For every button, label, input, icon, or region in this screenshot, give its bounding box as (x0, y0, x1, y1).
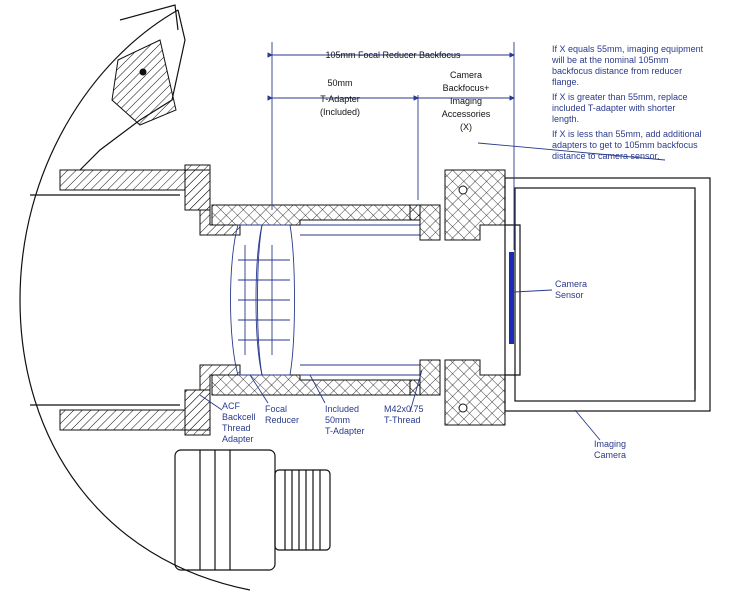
acf-adapter-label: ACF Backcell Thread Adapter (222, 401, 256, 444)
t-adapter-tube (300, 204, 441, 396)
svg-text:will be at the nominal 105mm: will be at the nominal 105mm (551, 55, 669, 65)
focal-reducer-lens-group (211, 204, 421, 396)
svg-text:Imaging: Imaging (594, 439, 626, 449)
svg-text:Focal: Focal (265, 404, 287, 414)
svg-text:flange.: flange. (552, 77, 579, 87)
svg-text:length.: length. (552, 114, 579, 124)
svg-text:ACF: ACF (222, 401, 241, 411)
svg-text:M42x0.75: M42x0.75 (384, 404, 424, 414)
svg-text:T-Adapter: T-Adapter (325, 426, 365, 436)
svg-text:Adapter: Adapter (222, 434, 254, 444)
svg-text:Included: Included (325, 404, 359, 414)
svg-text:Camera: Camera (594, 450, 626, 460)
camera-backfocus-dimension: Camera Backfocus+ Imaging Accessories (X… (442, 70, 491, 132)
focuser-knob (174, 449, 331, 571)
focal-reducer-backfocus-label: 105mm Focal Reducer Backfocus (325, 50, 461, 60)
svg-text:backfocus distance from reduce: backfocus distance from reducer (552, 66, 682, 76)
included-adapter-label: Included 50mm T-Adapter (325, 404, 365, 436)
svg-text:T-Thread: T-Thread (384, 415, 421, 425)
svg-text:50mm: 50mm (327, 78, 352, 88)
svg-text:Backcell: Backcell (222, 412, 256, 422)
svg-text:T-Adapter: T-Adapter (320, 94, 360, 104)
svg-text:included T-adapter with shorte: included T-adapter with shorter (552, 103, 675, 113)
svg-text:50mm: 50mm (325, 415, 350, 425)
svg-text:Imaging: Imaging (450, 96, 482, 106)
backfocus-notes: If X equals 55mm, imaging equipment will… (551, 44, 704, 161)
imaging-camera-body (504, 177, 711, 412)
svg-text:Camera: Camera (555, 279, 587, 289)
callout-leaders (199, 289, 601, 441)
svg-text:If X is greater than 55mm, rep: If X is greater than 55mm, replace (552, 92, 688, 102)
svg-text:Reducer: Reducer (265, 415, 299, 425)
t-adapter-dimension: 50mm T-Adapter (Included) (320, 78, 360, 117)
svg-text:distance to camera sensor.: distance to camera sensor. (552, 151, 660, 161)
svg-text:(X): (X) (460, 122, 472, 132)
svg-text:Backfocus+: Backfocus+ (443, 83, 490, 93)
t-thread-label: M42x0.75 T-Thread (384, 404, 424, 425)
imaging-camera-label: Imaging Camera (594, 439, 626, 460)
svg-text:Camera: Camera (450, 70, 482, 80)
camera-sensor (509, 252, 514, 344)
svg-text:(Included): (Included) (320, 107, 360, 117)
camera-sensor-label: Camera Sensor (555, 279, 587, 300)
svg-text:If X equals 55mm, imaging equi: If X equals 55mm, imaging equipment (552, 44, 704, 54)
svg-text:Sensor: Sensor (555, 290, 584, 300)
svg-text:adapters to get to 105mm backf: adapters to get to 105mm backfocus (552, 140, 698, 150)
svg-text:If X is less than 55mm, add ad: If X is less than 55mm, add additional (552, 129, 702, 139)
focal-reducer-label: Focal Reducer (265, 404, 299, 425)
svg-text:Accessories: Accessories (442, 109, 491, 119)
svg-text:Thread: Thread (222, 423, 251, 433)
camera-flange (444, 169, 506, 426)
dimension-lines (267, 42, 515, 250)
